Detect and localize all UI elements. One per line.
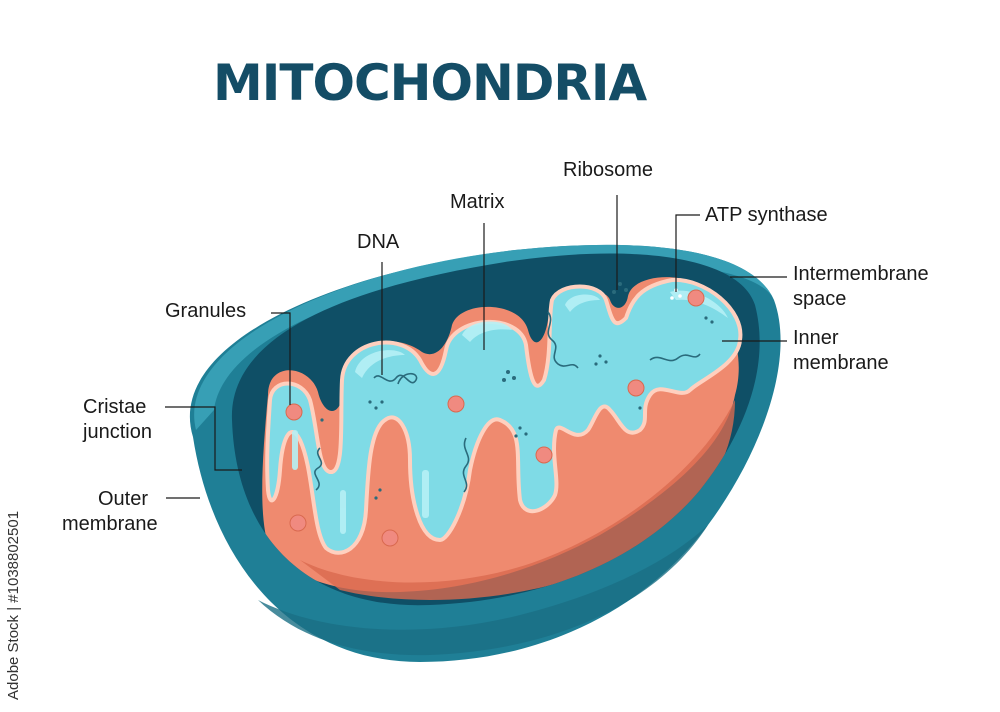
granules-group [285, 289, 705, 547]
granule [535, 446, 553, 464]
matrix [265, 277, 743, 555]
matrix-highlights [292, 290, 728, 534]
label-inner-membrane: membrane [793, 352, 889, 374]
label-outer-membrane: membrane [62, 513, 158, 535]
cristae-junction-leader [165, 406, 242, 471]
label-dna: DNA [357, 231, 400, 253]
label-granules: Granules [165, 300, 247, 322]
label-cristae-junction: junction [83, 421, 152, 443]
dna-strands [314, 311, 701, 493]
label-intermembrane-space: space [793, 288, 847, 310]
atp-synthase-leader [675, 214, 700, 292]
granule [627, 379, 645, 397]
diagram-title: MITOCHONDRIA [213, 54, 647, 112]
granules-leader [271, 312, 291, 405]
granule [447, 395, 465, 413]
ribosome-dots [320, 282, 714, 500]
granule [285, 403, 303, 421]
atp-synthase-dots [670, 288, 682, 300]
granule [381, 529, 399, 547]
stock-credit: Adobe Stock | #1038802501 [5, 510, 22, 700]
granule [687, 289, 705, 307]
leader-lines [165, 195, 787, 499]
label-outer: Outer [98, 488, 149, 510]
label-matrix: Matrix [450, 191, 505, 213]
granule [289, 514, 307, 532]
label-atp-synthase: ATP synthase [705, 204, 828, 226]
label-intermembrane: Intermembrane [793, 263, 929, 285]
label-ribosome: Ribosome [563, 159, 654, 181]
label-cristae: Cristae [83, 396, 147, 418]
label-inner: Inner [793, 327, 839, 349]
